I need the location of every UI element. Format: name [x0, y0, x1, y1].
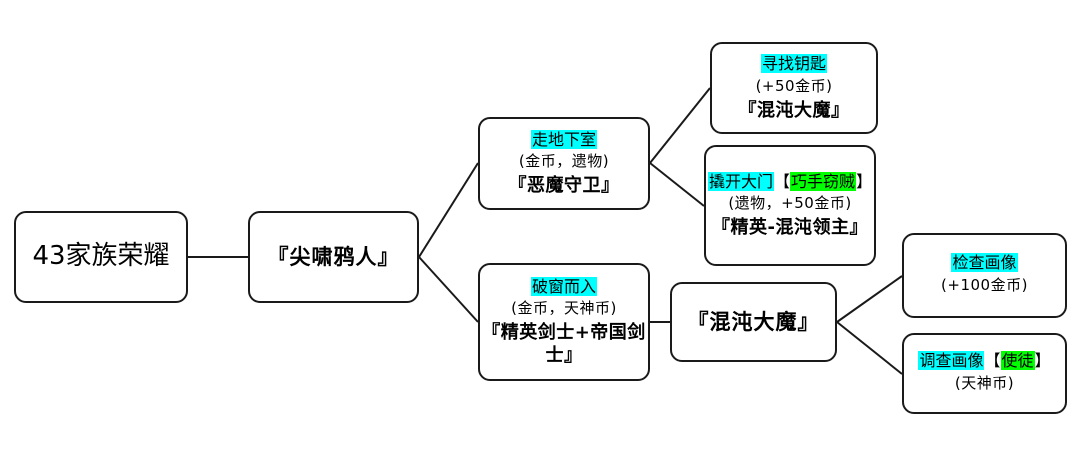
node-family-glory-seg-1-1: 43家族荣耀 [32, 241, 170, 272]
node-break-window-line-2: (金币，天神币) [480, 299, 648, 318]
edge-shrieker-to-breakwindow [418, 256, 479, 323]
node-investigate-painting-seg-1-2: 【 [984, 351, 1001, 371]
node-investigate-painting-line-1: 调查画像【使徒】 [904, 351, 1065, 371]
node-break-window-line-1: 破窗而入 [480, 276, 648, 297]
node-family-glory-line-1: 43家族荣耀 [16, 240, 186, 273]
node-chaos-demon-line-1: 『混沌大魔』 [672, 309, 835, 336]
node-check-painting[interactable]: 检查画像 (+100金币) [902, 233, 1067, 318]
node-pry-gate-seg-3-1: 『精英-混沌领主』 [712, 217, 868, 239]
node-find-key[interactable]: 寻找钥匙 (+50金币) 『混沌大魔』 [710, 42, 878, 134]
node-check-painting-line-1: 检查画像 [904, 253, 1065, 273]
node-pry-gate-seg-1-2: 【 [773, 171, 790, 191]
edge-basement-to-prygate [649, 162, 705, 207]
node-go-basement-line-3: 『恶魔守卫』 [480, 174, 648, 197]
edge-chaosdemon-to-checkpainting [836, 275, 903, 323]
node-investigate-painting-seg-2-1: (天神币) [954, 373, 1015, 392]
node-investigate-painting-seg-1-3: 使徒 [1000, 351, 1035, 371]
node-chaos-demon-seg-1-1: 『混沌大魔』 [687, 309, 820, 334]
edge-shrieker-to-basement [418, 162, 479, 258]
node-investigate-painting-seg-1-1: 调查画像 [918, 351, 985, 371]
node-pry-gate-seg-1-3: 巧手窃贼 [790, 171, 857, 191]
node-find-key-line-2: (+50金币) [712, 77, 876, 96]
node-pry-gate-line-2: (遗物，+50金币) [706, 194, 874, 213]
node-break-window-seg-1-1: 破窗而入 [530, 276, 597, 296]
node-shrieking-raven-line-1: 『尖啸鸦人』 [250, 244, 417, 271]
node-find-key-line-3: 『混沌大魔』 [712, 99, 876, 122]
node-find-key-seg-3-1: 『混沌大魔』 [738, 99, 850, 121]
node-investigate-painting-line-2: (天神币) [904, 374, 1065, 393]
node-shrieking-raven-seg-1-1: 『尖啸鸦人』 [267, 244, 400, 269]
node-check-painting-line-2: (+100金币) [904, 276, 1065, 295]
node-go-basement-seg-3-1: 『恶魔守卫』 [508, 175, 620, 197]
node-go-basement-seg-1-1: 走地下室 [530, 129, 597, 149]
node-pry-gate-seg-2-1: (遗物，+50金币) [728, 194, 852, 213]
node-find-key-seg-2-1: (+50金币) [755, 76, 833, 95]
node-investigate-painting[interactable]: 调查画像【使徒】 (天神币) [902, 333, 1067, 414]
node-find-key-seg-1-1: 寻找钥匙 [760, 54, 827, 74]
node-break-window-line-3: 『精英剑士+帝国剑士』 [480, 321, 648, 367]
node-check-painting-seg-1-1: 检查画像 [951, 253, 1018, 273]
node-pry-gate-seg-1-1: 撬开大门 [707, 171, 774, 191]
node-family-glory[interactable]: 43家族荣耀 [14, 211, 188, 303]
node-go-basement-seg-2-1: (金币，遗物) [518, 152, 610, 171]
node-break-window-seg-3-1: 『精英剑士+帝国剑士』 [482, 322, 646, 367]
node-go-basement-line-2: (金币，遗物) [480, 152, 648, 171]
edge-chaosdemon-to-investigatepainting [836, 321, 903, 375]
node-investigate-painting-seg-1-4: 】 [1034, 351, 1051, 371]
node-break-window[interactable]: 破窗而入 (金币，天神币) 『精英剑士+帝国剑士』 [478, 263, 650, 381]
node-check-painting-seg-2-1: (+100金币) [941, 275, 1028, 294]
edge-basement-to-findkey [649, 87, 711, 164]
node-go-basement-line-1: 走地下室 [480, 129, 648, 150]
node-pry-gate-seg-1-4: 】 [856, 171, 873, 191]
node-go-basement[interactable]: 走地下室 (金币，遗物) 『恶魔守卫』 [478, 117, 650, 210]
node-pry-gate-line-3: 『精英-混沌领主』 [706, 216, 874, 239]
node-find-key-line-1: 寻找钥匙 [712, 54, 876, 74]
node-break-window-seg-2-1: (金币，天神币) [511, 299, 617, 318]
node-shrieking-raven[interactable]: 『尖啸鸦人』 [248, 211, 419, 303]
node-pry-gate[interactable]: 撬开大门【巧手窃贼】(遗物，+50金币)『精英-混沌领主』 [704, 145, 876, 266]
node-pry-gate-line-1: 撬开大门【巧手窃贼】 [706, 171, 874, 192]
node-chaos-demon[interactable]: 『混沌大魔』 [670, 282, 837, 362]
